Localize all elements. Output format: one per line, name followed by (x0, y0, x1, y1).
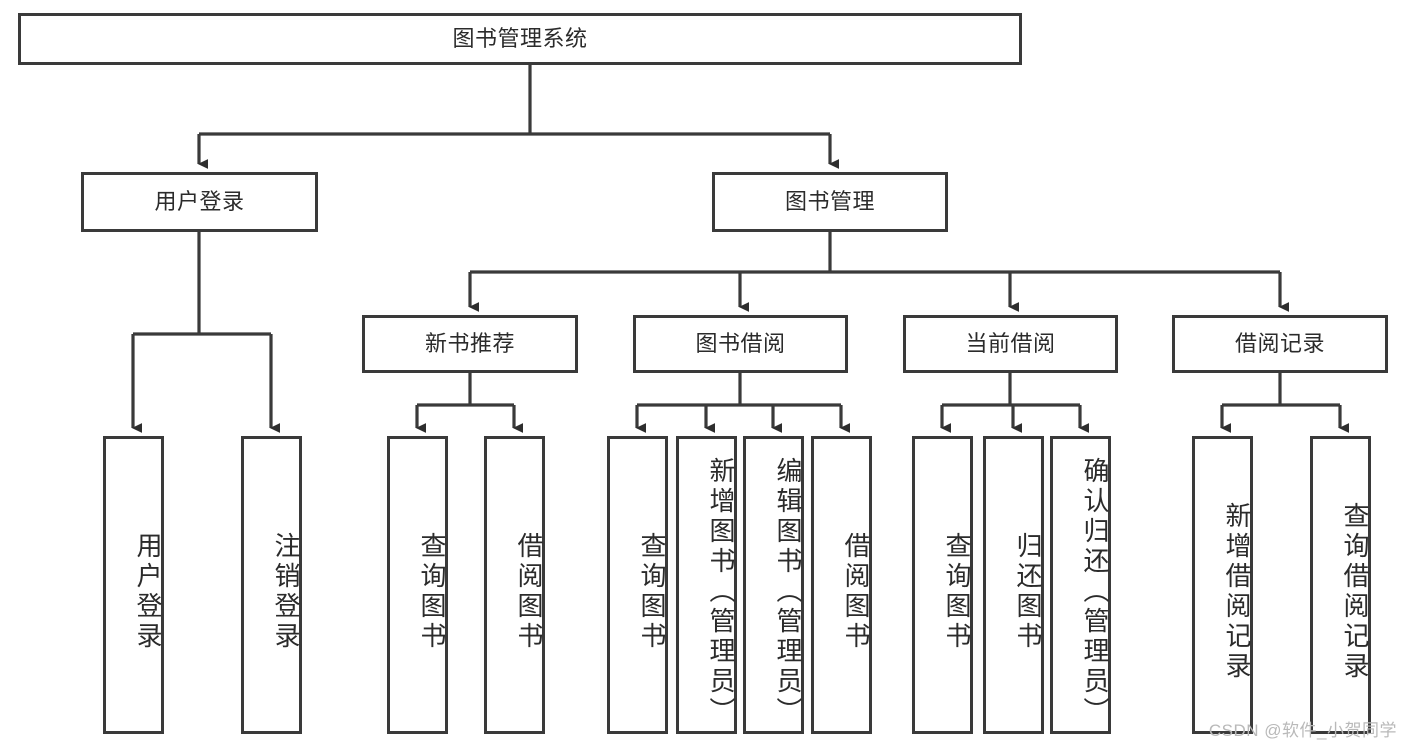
node-label: 查询图书 (637, 532, 667, 652)
node-label: 图书管理 (784, 189, 875, 215)
node-label: 图书借阅 (695, 331, 786, 357)
node-label: 编辑图书（管理员） (773, 457, 803, 727)
node-label: 确认归还（管理员） (1080, 457, 1110, 727)
node-label: 借阅记录 (1234, 331, 1325, 357)
leaf-query-record[interactable]: 查询借阅记录 (1310, 436, 1371, 734)
node-label: 用户登录 (154, 189, 245, 215)
leaf-query-book-2[interactable]: 查询图书 (607, 436, 668, 734)
node-label: 查询图书 (417, 532, 447, 652)
node-borrow-record[interactable]: 借阅记录 (1172, 315, 1388, 373)
leaf-confirm-return[interactable]: 确认归还（管理员） (1050, 436, 1111, 734)
node-label: 归还图书 (1013, 532, 1043, 652)
leaf-logout-login[interactable]: 注销登录 (241, 436, 302, 734)
node-book-management[interactable]: 图书管理 (712, 172, 948, 232)
node-new-book-recommend[interactable]: 新书推荐 (362, 315, 578, 373)
leaf-query-book-1[interactable]: 查询图书 (387, 436, 448, 734)
leaf-query-book-3[interactable]: 查询图书 (912, 436, 973, 734)
node-current-borrow[interactable]: 当前借阅 (903, 315, 1118, 373)
node-label: 用户登录 (133, 532, 163, 652)
node-label: 新增图书（管理员） (706, 457, 736, 727)
leaf-add-record[interactable]: 新增借阅记录 (1192, 436, 1253, 734)
node-label: 查询借阅记录 (1340, 502, 1370, 682)
leaf-borrow-book-2[interactable]: 借阅图书 (811, 436, 872, 734)
leaf-edit-book[interactable]: 编辑图书（管理员） (743, 436, 804, 734)
node-label: 新书推荐 (424, 331, 515, 357)
csdn-watermark: CSDN @软件_小贺同学 (1208, 721, 1397, 740)
node-title-system[interactable]: 图书管理系统 (18, 13, 1022, 65)
leaf-user-login[interactable]: 用户登录 (103, 436, 164, 734)
node-label: 查询图书 (942, 532, 972, 652)
node-label: 借阅图书 (514, 532, 544, 652)
leaf-add-book[interactable]: 新增图书（管理员） (676, 436, 737, 734)
leaf-borrow-book-1[interactable]: 借阅图书 (484, 436, 545, 734)
node-label: 图书管理系统 (452, 26, 588, 52)
leaf-return-book[interactable]: 归还图书 (983, 436, 1044, 734)
node-label: 注销登录 (271, 532, 301, 652)
node-user-login[interactable]: 用户登录 (81, 172, 318, 232)
node-label: 当前借阅 (965, 331, 1056, 357)
node-label: 新增借阅记录 (1222, 502, 1252, 682)
node-label: 借阅图书 (841, 532, 871, 652)
node-book-borrow[interactable]: 图书借阅 (633, 315, 848, 373)
